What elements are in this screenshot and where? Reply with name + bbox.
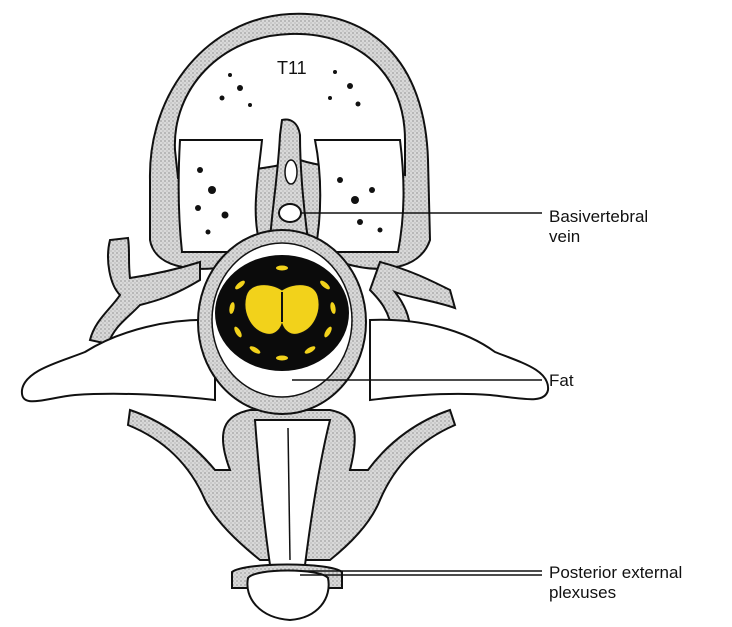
posterior-external-plexuses-label: Posterior external plexuses (549, 563, 682, 603)
vertebral-body-right-lobe (315, 140, 404, 252)
vertebral-body-left-lobe (179, 140, 262, 252)
spinous-tip (247, 571, 328, 621)
posterior-external-plexuses-label-line2: plexuses (549, 583, 682, 603)
vertebra-label: T11 (277, 58, 307, 78)
vein-lumen-upper (285, 160, 297, 184)
basivertebral-vein (279, 204, 301, 222)
left-transverse-process (22, 320, 215, 402)
basivertebral-vein-label: Basivertebral vein (549, 207, 648, 247)
fat-label: Fat (549, 371, 574, 391)
posterior-external-plexuses-label-line1: Posterior external (549, 563, 682, 583)
basivertebral-vein-label-line1: Basivertebral (549, 207, 648, 227)
basivertebral-vein-label-line2: vein (549, 227, 648, 247)
right-transverse-process (370, 320, 548, 400)
